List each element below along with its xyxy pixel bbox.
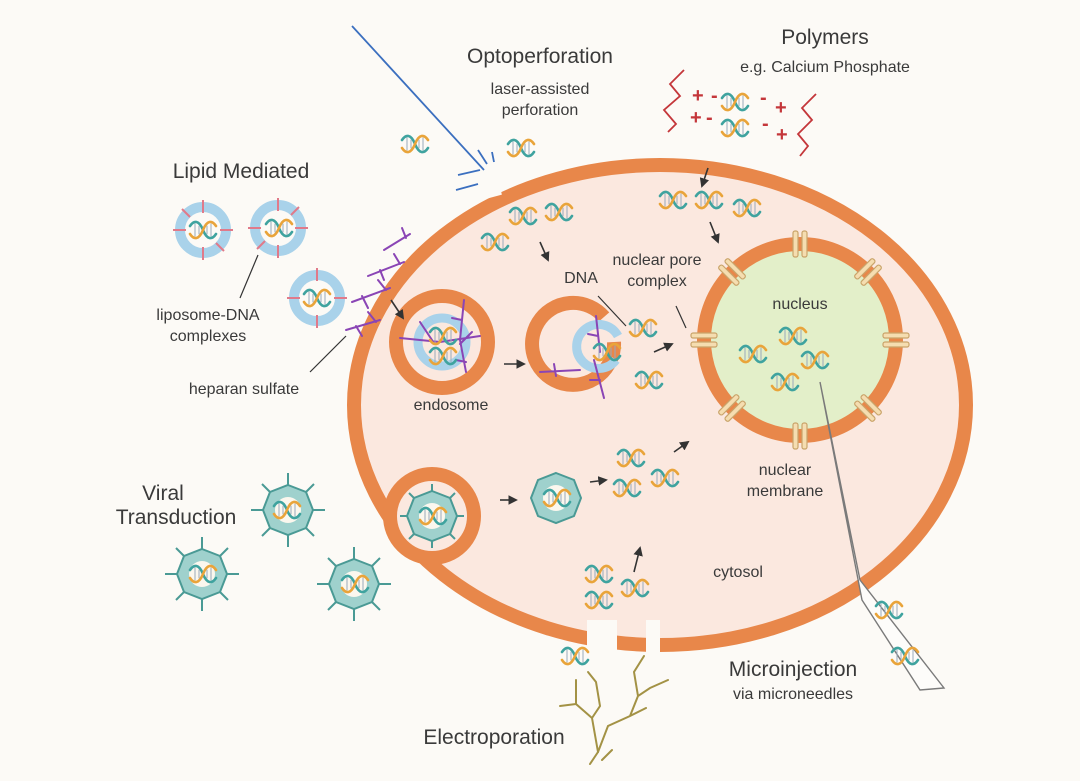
nuclear-pore-label: nuclear pore xyxy=(612,252,702,269)
lipid-mediated-title: Lipid Mediated xyxy=(172,160,310,183)
svg-text:-: - xyxy=(762,113,769,135)
polymer-complex-icon: +- -+ +- -+ xyxy=(662,69,817,157)
complexes-label: complexes xyxy=(169,328,247,345)
liposome-dna-complex-icon xyxy=(173,198,622,373)
dna-label: DNA xyxy=(564,270,598,287)
svg-text:-: - xyxy=(706,107,713,129)
electroporation-field-icon xyxy=(559,655,669,765)
viral-capsid-icon xyxy=(165,471,583,621)
nuclear-label: nuclear xyxy=(758,462,812,479)
endosome-label: endosome xyxy=(413,397,489,414)
nucleus xyxy=(697,237,903,443)
svg-text:+: + xyxy=(692,85,704,107)
nucleus-label: nucleus xyxy=(772,296,828,313)
perforation-label: perforation xyxy=(501,102,579,119)
svg-text:-: - xyxy=(760,87,767,109)
nuclear-pore-icon xyxy=(690,230,910,450)
transduction-title: Transduction xyxy=(115,506,237,529)
laser-beam-icon xyxy=(351,25,495,191)
polymers-title: Polymers xyxy=(781,26,869,49)
liposome-dna-label: liposome-DNA xyxy=(156,307,260,324)
svg-text:+: + xyxy=(775,97,787,119)
svg-text:+: + xyxy=(776,124,788,146)
microneedle-icon xyxy=(819,381,946,691)
microinjection-title: Microinjection xyxy=(728,658,858,681)
calcium-phosphate-label: e.g. Calcium Phosphate xyxy=(740,59,910,76)
flow-arrows xyxy=(390,167,720,573)
heparan-sulfate-label: heparan sulfate xyxy=(188,381,300,398)
laser-assisted-label: laser-assisted xyxy=(490,81,590,98)
complex-label: complex xyxy=(627,273,687,290)
optoperforation-title: Optoperforation xyxy=(467,45,613,68)
cytosol-label: cytosol xyxy=(713,564,763,581)
via-microneedles-label: via microneedles xyxy=(732,686,854,703)
electroporation-title: Electroporation xyxy=(423,726,565,749)
membrane-label: membrane xyxy=(746,483,824,500)
svg-text:+: + xyxy=(690,107,702,129)
svg-text:-: - xyxy=(711,85,718,107)
pointer-lines xyxy=(239,254,687,373)
viral-title: Viral xyxy=(142,482,184,505)
heparan-sulfate-receptor-icon xyxy=(345,227,605,399)
